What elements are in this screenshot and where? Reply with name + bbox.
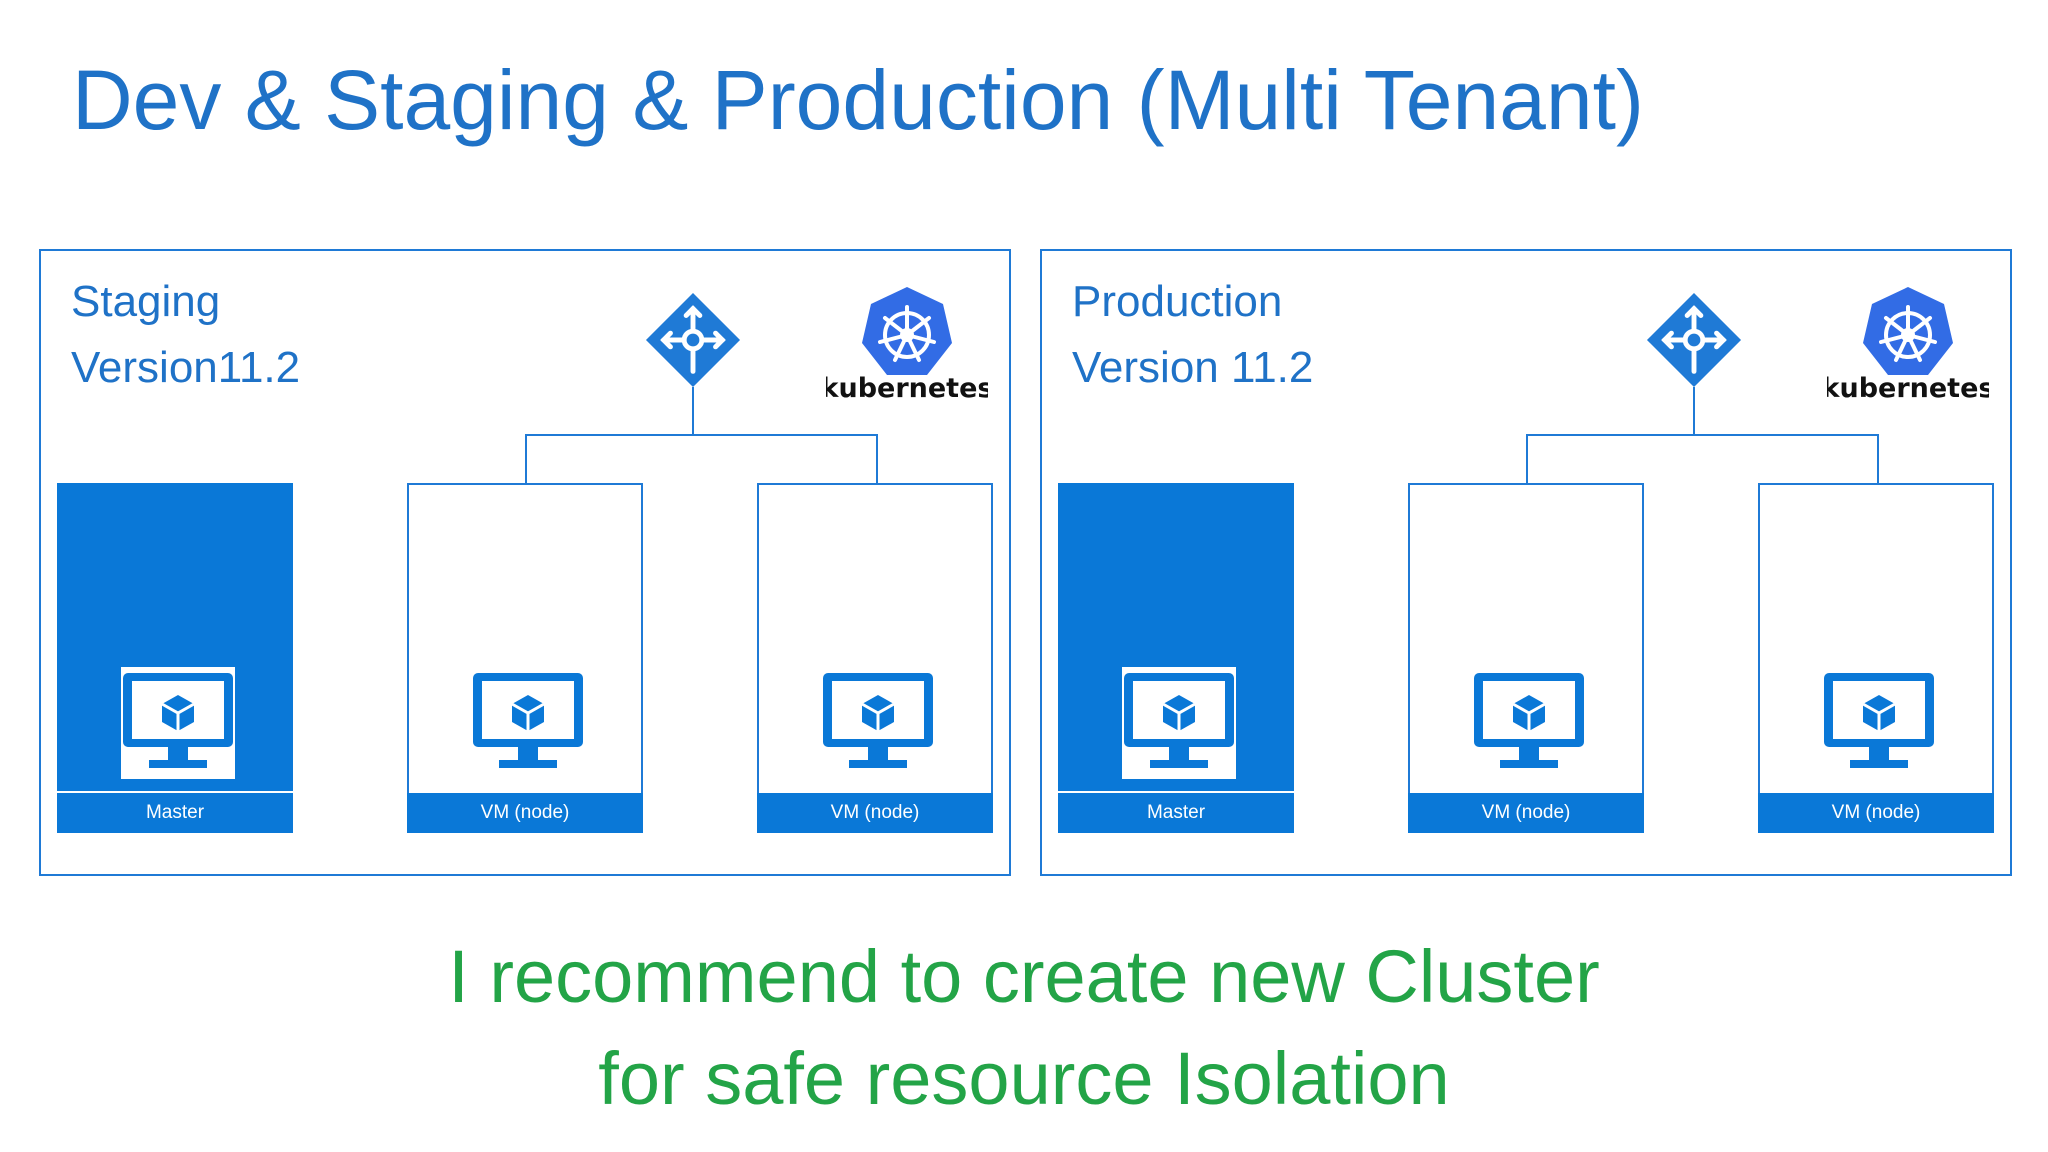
cluster-version: Version11.2: [71, 343, 301, 392]
virtual-machine-icon: [1122, 667, 1236, 779]
recommendation-line-2: for safe resource Isolation: [598, 1037, 1450, 1120]
virtual-machine-icon: [823, 673, 933, 768]
virtual-machine-icon: [473, 673, 583, 768]
staging-cluster: Staging Version11.2: [39, 249, 1011, 876]
node-label: VM (node): [407, 793, 643, 833]
recommendation-text: I recommend to create new Cluster for sa…: [0, 926, 2048, 1130]
master-node: Master: [57, 483, 293, 833]
worker-node: VM (node): [407, 483, 643, 833]
recommendation-line-1: I recommend to create new Cluster: [448, 935, 1600, 1018]
worker-node: VM (node): [1408, 483, 1644, 833]
kubernetes-logo-icon: kubernetes: [821, 283, 993, 404]
virtual-machine-icon: [1474, 673, 1584, 768]
load-balancer-icon: [645, 292, 741, 388]
load-balancer-icon: [1646, 292, 1742, 388]
node-label: VM (node): [1408, 793, 1644, 833]
worker-node: VM (node): [1758, 483, 1994, 833]
node-label: Master: [57, 791, 293, 833]
node-label: Master: [1058, 791, 1294, 833]
cluster-name: Production: [1072, 277, 1283, 326]
kubernetes-logo-text: kubernetes: [826, 373, 988, 403]
virtual-machine-icon: [1824, 673, 1934, 768]
cluster-name: Staging: [71, 277, 221, 326]
cluster-version: Version 11.2: [1072, 343, 1314, 392]
virtual-machine-icon: [121, 667, 235, 779]
kubernetes-logo-icon: kubernetes: [1822, 283, 1994, 404]
worker-node: VM (node): [757, 483, 993, 833]
production-cluster: Production Version 11.2: [1040, 249, 2012, 876]
slide-title: Dev & Staging & Production (Multi Tenant…: [72, 53, 1644, 147]
master-node: Master: [1058, 483, 1294, 833]
node-label: VM (node): [1758, 793, 1994, 833]
node-label: VM (node): [757, 793, 993, 833]
kubernetes-logo-text: kubernetes: [1827, 373, 1989, 403]
